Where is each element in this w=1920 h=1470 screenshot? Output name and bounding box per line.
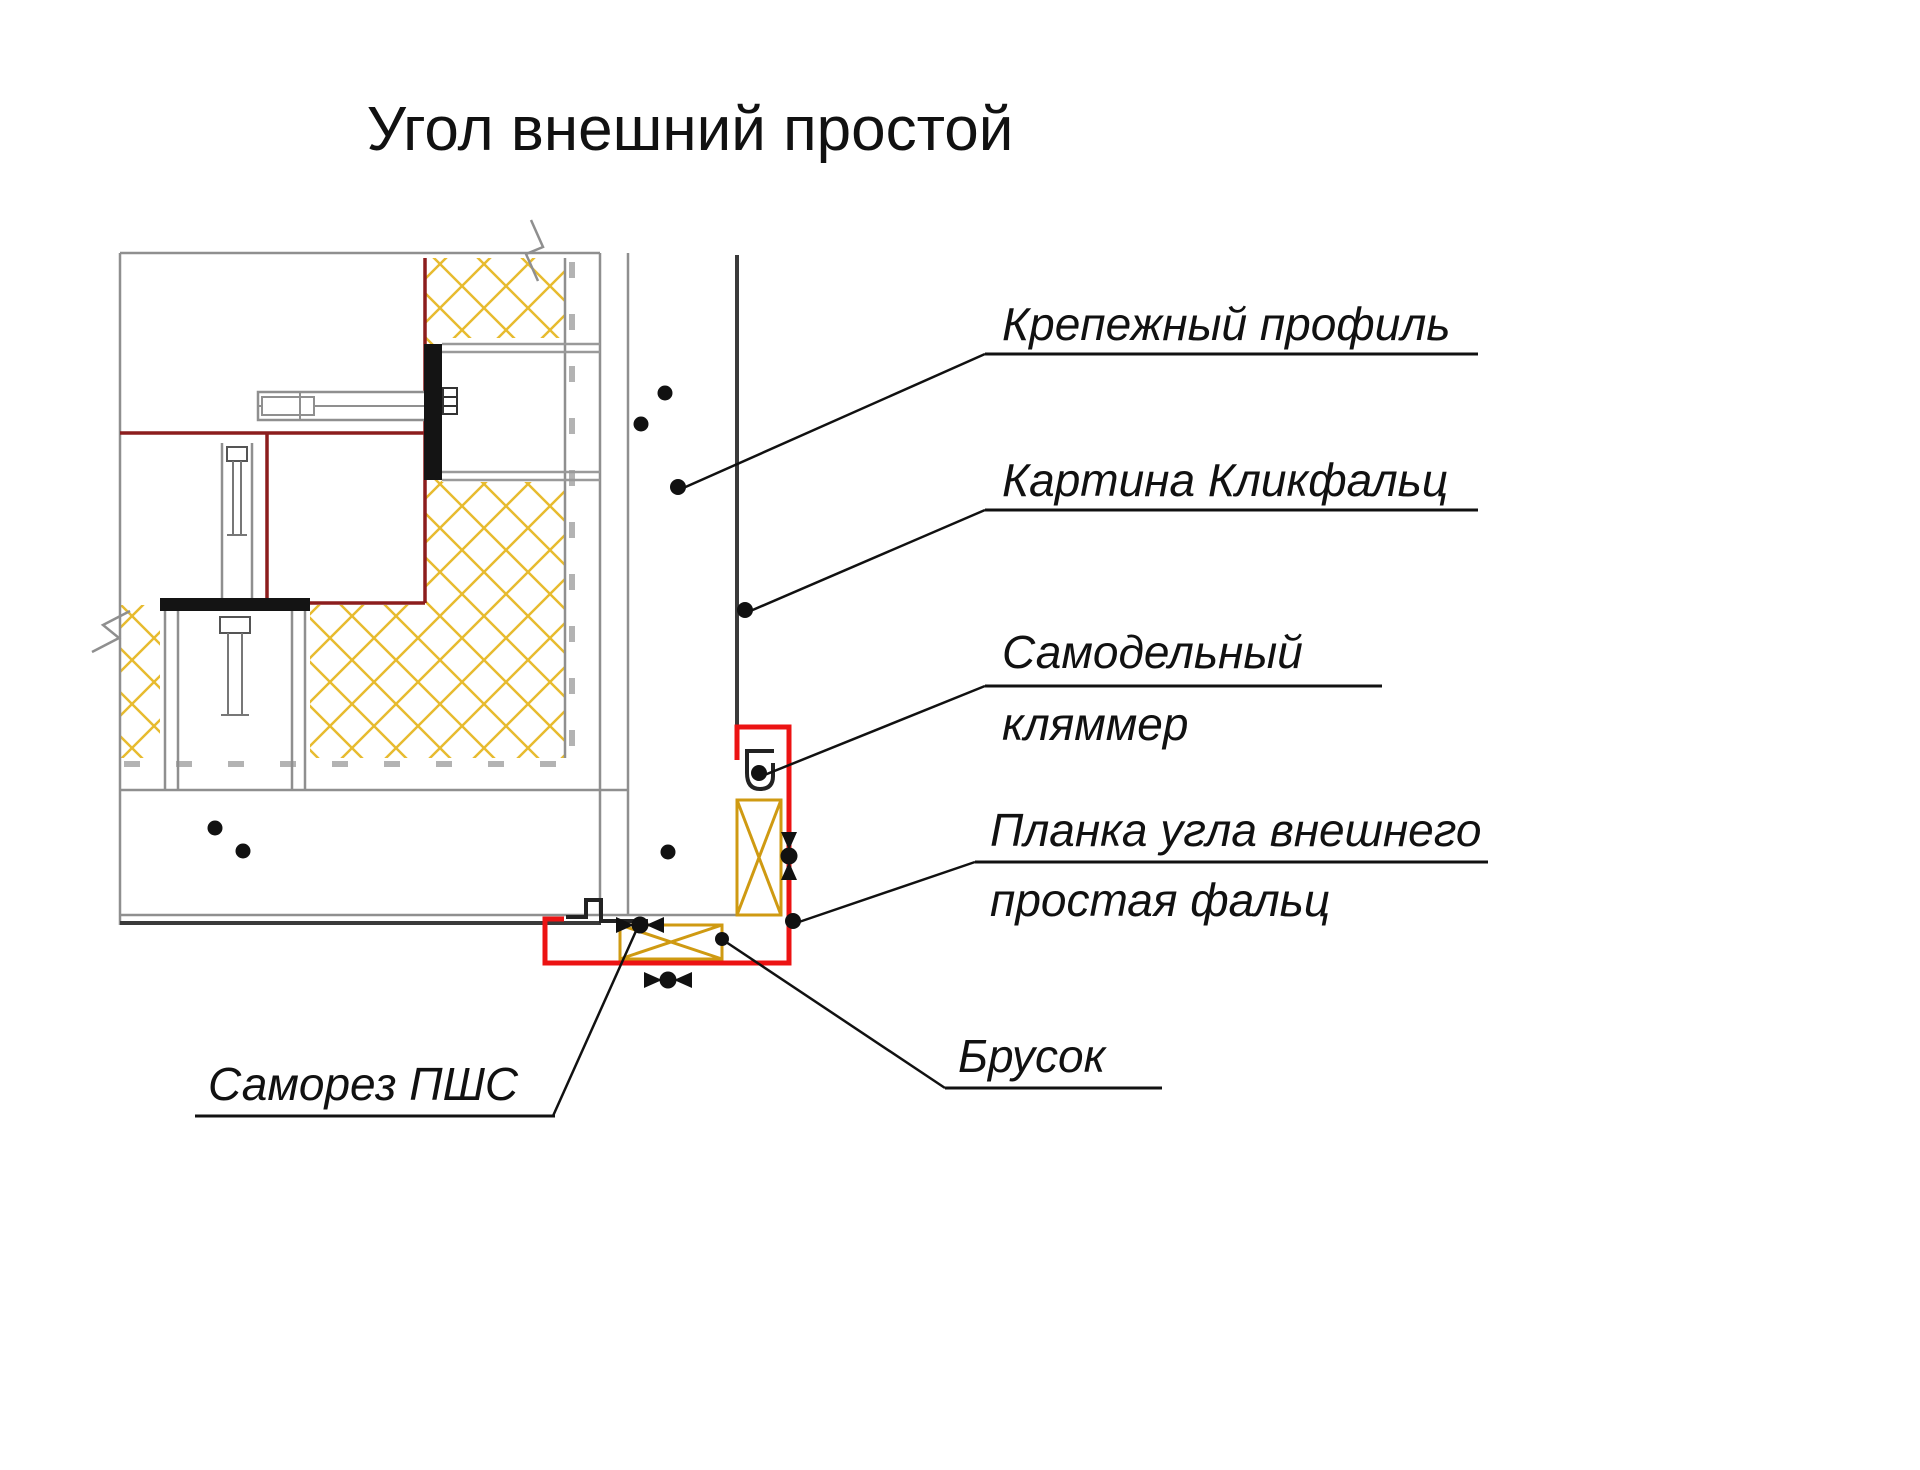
mounting-bracket-top <box>256 342 600 482</box>
bolt-head <box>226 446 248 462</box>
screw-symbol-side-block <box>780 832 798 880</box>
homemade-clamp <box>745 749 775 792</box>
label-homemade-clamp: Самодельный кляммер <box>751 626 1382 781</box>
wood-block-vertical <box>735 798 783 917</box>
fastener-dot <box>660 844 676 860</box>
bracket-zone-mask <box>442 338 600 482</box>
bracket-bolt <box>442 387 458 415</box>
bracket-flanges <box>442 342 600 482</box>
fastener-dots <box>207 385 676 860</box>
bottom-panel-fold <box>566 898 648 923</box>
fastener-dot <box>633 416 649 432</box>
leader-line <box>725 940 946 1090</box>
label-text: Картина Кликфальц <box>1002 454 1448 506</box>
label-text: Брусок <box>958 1030 1108 1082</box>
leader-line <box>680 352 986 491</box>
leader-dot <box>751 765 767 781</box>
leader-line <box>747 508 986 614</box>
leader-dot <box>737 602 753 618</box>
screw-symbol-bottom-fold <box>616 916 664 934</box>
label-wood-block: Брусок <box>715 932 1162 1090</box>
label-text-line2: простая фальц <box>990 874 1330 926</box>
fastener-dot <box>207 820 223 836</box>
label-clickfalz-panel: Картина Кликфальц <box>737 454 1478 618</box>
lower-c-profile <box>160 598 310 790</box>
bracket-screw <box>261 396 315 416</box>
vapor-barrier <box>120 258 427 605</box>
leader-dot <box>715 932 729 946</box>
diagram-title: Угол внешний простой <box>367 95 1014 164</box>
label-fastening-profile: Крепежный профиль <box>670 298 1478 495</box>
label-text: Крепежный профиль <box>1002 298 1450 350</box>
wall-structure <box>91 219 737 925</box>
leader-line <box>551 930 638 1117</box>
screw-symbols <box>616 832 798 989</box>
leader-line <box>761 684 986 778</box>
bracket-bar <box>424 344 442 480</box>
break-symbol-left <box>91 609 131 654</box>
facade-panels <box>120 255 739 925</box>
label-text-line1: Самодельный <box>1002 626 1303 678</box>
membrane-dashes <box>124 262 575 767</box>
label-text: Саморез ПШС <box>208 1058 519 1110</box>
label-corner-strip: Планка угла внешнего простая фальц <box>785 804 1488 929</box>
corner-flashing-path <box>542 724 792 966</box>
wood-blocks <box>618 798 783 961</box>
profile-bolt-head <box>219 616 251 634</box>
break-symbol-top <box>524 219 545 282</box>
leader-dot <box>670 479 686 495</box>
fastener-dot <box>657 385 673 401</box>
label-text-line2: кляммер <box>1002 698 1188 750</box>
fastener-dot <box>235 843 251 859</box>
leader-dot <box>785 913 801 929</box>
profile-top-bar <box>160 598 310 611</box>
leader-line <box>795 860 976 925</box>
upper-stud <box>220 443 254 600</box>
corner-flashing <box>542 724 792 966</box>
screw-symbol-bottom-block <box>644 971 692 989</box>
label-text-line1: Планка угла внешнего <box>990 804 1481 856</box>
label-screw: Саморез ПШС <box>195 930 638 1118</box>
clamps <box>566 749 775 923</box>
